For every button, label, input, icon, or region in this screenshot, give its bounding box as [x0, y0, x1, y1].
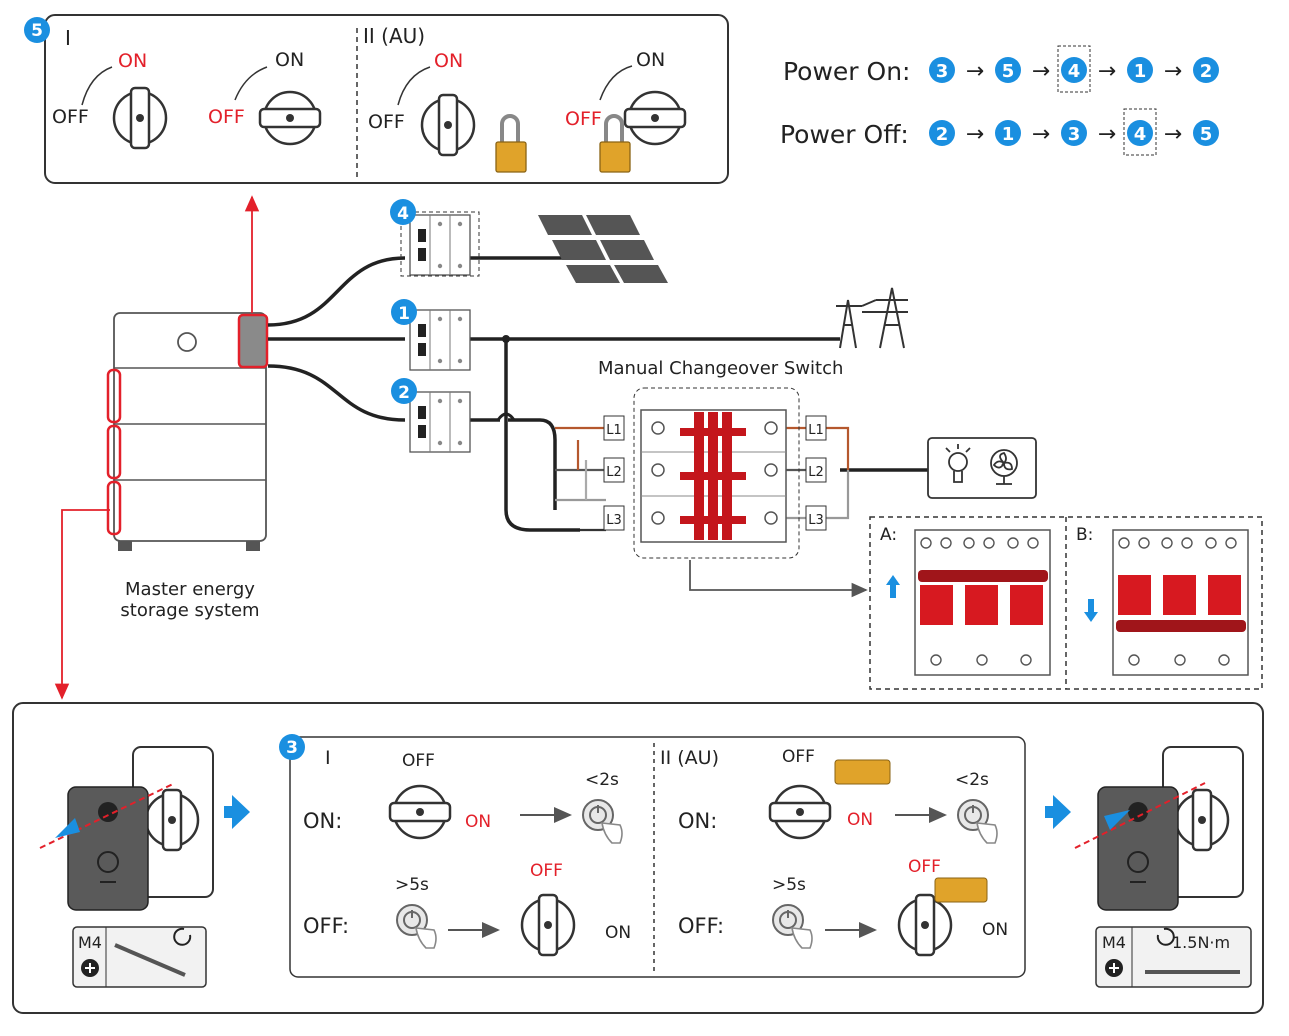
- switch-on-label: ON: [118, 50, 147, 72]
- padlock-icon: [935, 878, 987, 902]
- step-number: 5: [1200, 124, 1213, 145]
- section-i-label: I: [325, 747, 331, 769]
- step-5-number: 5: [31, 21, 43, 41]
- step-3-number: 3: [286, 738, 298, 758]
- master-energy-storage-system: Master energy storage system: [108, 313, 267, 621]
- backup-breaker: 2: [391, 378, 470, 452]
- step-number: 4: [1068, 61, 1081, 82]
- step-number: 2: [1200, 61, 1213, 82]
- on-row-label: ON:: [303, 809, 342, 833]
- ess-switch-highlight: [239, 315, 267, 367]
- press-long-label: >5s: [772, 875, 806, 895]
- changeover-title: Manual Changeover Switch: [598, 358, 843, 379]
- step-number: 1: [1134, 61, 1147, 82]
- position-b-switch: [1113, 530, 1248, 675]
- step-number: 3: [936, 61, 949, 82]
- step-4-number: 4: [397, 204, 409, 224]
- position-a-switch: [915, 530, 1050, 675]
- sequence-arrow: →: [966, 59, 984, 84]
- sequence-arrow: →: [1164, 122, 1182, 147]
- power-on-label: Power On:: [783, 57, 910, 86]
- view-b-label: B:: [1076, 525, 1093, 545]
- view-a-label: A:: [880, 525, 897, 545]
- torque-label: 1.5N·m: [1172, 933, 1230, 952]
- terminal-labels-right: L1 L2 L3: [806, 416, 826, 530]
- top-switch-panel: 5 I II (AU) ON OFF ON OFF ON OFF ON OFF: [24, 15, 728, 183]
- step-2-number: 2: [398, 383, 410, 403]
- section-i-label: I: [65, 26, 71, 50]
- sequence-arrow: →: [1032, 122, 1050, 147]
- load-box: [928, 438, 1036, 498]
- knob-off-label: OFF: [402, 751, 435, 771]
- ess-label-line1: Master energy: [125, 579, 255, 600]
- knob-off-label: OFF: [530, 861, 563, 881]
- press-short-label: <2s: [955, 770, 989, 790]
- changeover-positions-detail: A: B:: [870, 517, 1262, 689]
- sequence-arrow: →: [1164, 59, 1182, 84]
- padlock-icon: [835, 760, 890, 784]
- switch-off-label: OFF: [368, 111, 405, 133]
- section-ii-label: II (AU): [660, 747, 719, 769]
- press-short-label: <2s: [585, 770, 619, 790]
- manual-changeover-switch: Manual Changeover Switch L1 L2 L3: [598, 358, 866, 590]
- down-arrow-icon: [1084, 599, 1098, 622]
- step-number: 3: [1068, 124, 1081, 145]
- grid-breaker: 1: [391, 299, 470, 370]
- knob-off-label: OFF: [908, 857, 941, 877]
- callout-arrow-bottom: [62, 510, 110, 698]
- solar-panel-icon: [538, 215, 668, 283]
- step-number: 5: [1002, 61, 1015, 82]
- wiring: [268, 258, 928, 530]
- power-off-label: Power Off:: [780, 120, 909, 149]
- knob-on-label: ON: [982, 920, 1008, 940]
- sequence-arrow: →: [1032, 59, 1050, 84]
- section-ii-label: II (AU): [363, 24, 425, 48]
- press-long-label: >5s: [395, 875, 429, 895]
- terminal-l1: L1: [606, 423, 622, 438]
- screw-size-label: M4: [78, 933, 102, 952]
- switch-on-label: ON: [636, 49, 665, 71]
- switch-off-label: OFF: [52, 106, 89, 128]
- switch-off-label: OFF: [208, 106, 245, 128]
- switch-off-label: OFF: [565, 108, 602, 130]
- screw-size-label: M4: [1102, 933, 1126, 952]
- switch-on-label: ON: [434, 50, 463, 72]
- terminal-l3: L3: [808, 513, 824, 528]
- terminal-l1: L1: [808, 423, 824, 438]
- ess-label-line2: storage system: [120, 600, 259, 621]
- sequence-arrow: →: [1098, 59, 1116, 84]
- terminal-l3: L3: [606, 513, 622, 528]
- terminal-l2: L2: [606, 465, 622, 480]
- power-button-icon: [178, 333, 196, 351]
- on-row-label: ON:: [678, 809, 717, 833]
- bottom-battery-panel: M4 3 I II (AU) ON: OFF ON <2s OFF:: [13, 703, 1263, 1013]
- knob-on-label: ON: [465, 812, 491, 832]
- terminal-labels-left: L1 L2 L3: [604, 416, 624, 530]
- up-arrow-icon: [886, 575, 900, 598]
- sequence-arrow: →: [1098, 122, 1116, 147]
- step-1-number: 1: [398, 304, 410, 324]
- grid-tower-icon: [836, 288, 908, 348]
- knob-off-label: OFF: [782, 747, 815, 767]
- knob-on-label: ON: [605, 923, 631, 943]
- off-row-label: OFF:: [678, 914, 724, 938]
- step-number: 2: [936, 124, 949, 145]
- terminal-l2: L2: [808, 465, 824, 480]
- pv-breaker: 4: [390, 199, 479, 276]
- step-number: 4: [1134, 124, 1147, 145]
- off-row-label: OFF:: [303, 914, 349, 938]
- power-sequence: Power On: Power Off: 3 → 5 → 4 → 1 → 2 2 → 1 → 3 → 4 → 5: [780, 46, 1219, 155]
- sequence-arrow: →: [966, 122, 984, 147]
- step-3-box: 3 I II (AU) ON: OFF ON <2s OFF: >5s OFF …: [279, 734, 1025, 977]
- knob-on-label: ON: [847, 810, 873, 830]
- switch-on-label: ON: [275, 49, 304, 71]
- step-number: 1: [1002, 124, 1015, 145]
